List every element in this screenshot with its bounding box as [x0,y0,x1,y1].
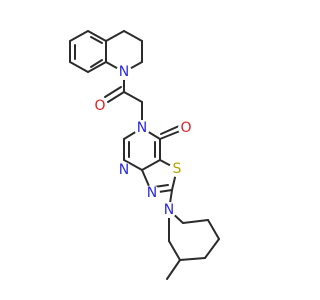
atom-n-pyrimidine: N [119,162,129,178]
bond [69,61,89,73]
bond [141,159,161,171]
bond [87,30,107,42]
bond [179,257,206,261]
methyl-bond [166,259,181,280]
molecule-structure-diagram: N O N O N S N N [69,30,220,280]
atom-n-pyrimidinone: N [137,120,147,136]
bond [69,30,89,42]
acetyl-linker [104,71,143,123]
bond [207,219,220,240]
bond [123,159,143,171]
atom-labels: N O N O N S N N [92,64,194,218]
bond [182,219,209,224]
bond [159,130,181,140]
double-bond-inner [104,86,122,98]
atom-o-amide: O [94,98,105,114]
methylpiperidine-ring [166,189,220,280]
atom-o-carbonyl: O [180,120,191,136]
bond [168,240,181,261]
atom-n-thiazole: N [147,185,157,201]
bond [123,30,143,42]
bond [105,30,125,42]
double-bond-inner [90,36,103,44]
double-bond-inner [90,59,103,68]
atom-n-tetrahydroquinoline: N [119,64,129,80]
double-bond-inner [160,125,180,135]
bond [123,91,143,103]
bond [107,91,125,103]
atom-n-piperidine: N [164,202,174,218]
bond [87,61,107,73]
bond [204,238,220,259]
benzene-ring [69,30,107,73]
atom-s-thiazole: S [173,161,182,177]
